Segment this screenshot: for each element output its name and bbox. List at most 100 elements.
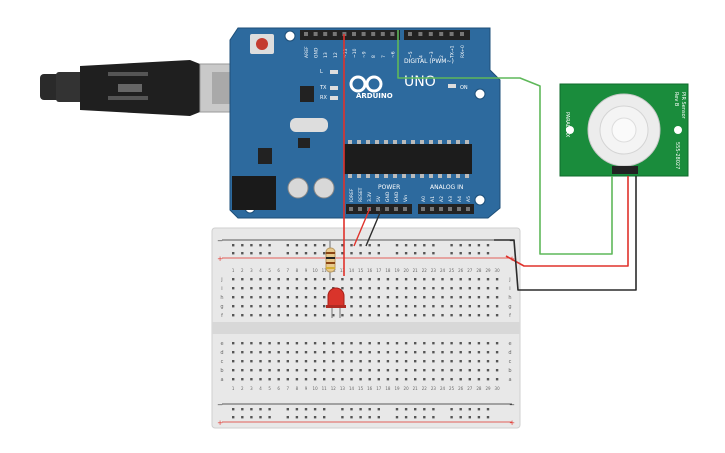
bb-hole[interactable] — [313, 278, 317, 281]
bb-hole[interactable] — [404, 369, 408, 372]
rail-hole[interactable] — [241, 416, 244, 419]
bb-hole[interactable] — [414, 351, 417, 354]
analog-pin-socket[interactable] — [448, 207, 452, 211]
rail-hole[interactable] — [477, 408, 481, 411]
bb-hole[interactable] — [250, 342, 253, 345]
bb-hole[interactable] — [459, 314, 462, 317]
rail-hole[interactable] — [404, 408, 408, 411]
bb-hole[interactable] — [304, 360, 308, 363]
rail-hole[interactable] — [304, 416, 308, 419]
bb-hole[interactable] — [241, 342, 244, 345]
bb-hole[interactable] — [277, 278, 280, 281]
bb-hole[interactable] — [286, 378, 289, 381]
rail-hole[interactable] — [241, 244, 244, 247]
rail-hole[interactable] — [350, 408, 353, 411]
bb-hole[interactable] — [386, 305, 390, 308]
bb-hole[interactable] — [323, 305, 326, 308]
bb-hole[interactable] — [286, 287, 289, 290]
bb-hole[interactable] — [313, 351, 317, 354]
rail-hole[interactable] — [286, 244, 289, 247]
bb-hole[interactable] — [423, 342, 426, 345]
bb-hole[interactable] — [332, 378, 335, 381]
bb-hole[interactable] — [477, 342, 481, 345]
bb-hole[interactable] — [414, 360, 417, 363]
bb-hole[interactable] — [259, 342, 262, 345]
bb-hole[interactable] — [250, 314, 253, 317]
bb-hole[interactable] — [268, 351, 271, 354]
bb-hole[interactable] — [495, 305, 499, 308]
bb-hole[interactable] — [432, 369, 435, 372]
rail-hole[interactable] — [259, 416, 262, 419]
bb-hole[interactable] — [495, 351, 499, 354]
bb-hole[interactable] — [259, 287, 262, 290]
bb-hole[interactable] — [477, 314, 481, 317]
bb-hole[interactable] — [377, 342, 380, 345]
bb-hole[interactable] — [277, 305, 280, 308]
bb-hole[interactable] — [395, 314, 399, 317]
digital-pin-socket[interactable] — [390, 32, 395, 36]
bb-hole[interactable] — [450, 369, 453, 372]
rail-hole[interactable] — [313, 244, 317, 247]
bb-hole[interactable] — [341, 278, 344, 281]
bb-hole[interactable] — [477, 296, 481, 299]
bb-hole[interactable] — [250, 287, 253, 290]
bb-hole[interactable] — [423, 369, 426, 372]
bb-hole[interactable] — [477, 360, 481, 363]
bb-hole[interactable] — [250, 369, 253, 372]
bb-hole[interactable] — [350, 360, 353, 363]
bb-hole[interactable] — [414, 369, 417, 372]
rail-hole[interactable] — [286, 252, 289, 255]
bb-hole[interactable] — [250, 278, 253, 281]
bb-hole[interactable] — [341, 342, 344, 345]
bb-hole[interactable] — [232, 278, 235, 281]
bb-hole[interactable] — [323, 287, 326, 290]
bb-hole[interactable] — [395, 351, 399, 354]
bb-hole[interactable] — [295, 296, 299, 299]
bb-hole[interactable] — [495, 342, 499, 345]
analog-pin-socket[interactable] — [439, 207, 443, 211]
bb-hole[interactable] — [414, 342, 417, 345]
bb-hole[interactable] — [468, 351, 471, 354]
bb-hole[interactable] — [313, 342, 317, 345]
bb-hole[interactable] — [404, 314, 408, 317]
bb-hole[interactable] — [414, 305, 417, 308]
bb-hole[interactable] — [286, 314, 289, 317]
bb-hole[interactable] — [486, 342, 490, 345]
rail-hole[interactable] — [295, 408, 299, 411]
bb-hole[interactable] — [359, 278, 362, 281]
bb-hole[interactable] — [232, 342, 235, 345]
rail-hole[interactable] — [432, 252, 435, 255]
rail-hole[interactable] — [286, 408, 289, 411]
rail-hole[interactable] — [341, 244, 344, 247]
rail-hole[interactable] — [341, 416, 344, 419]
bb-hole[interactable] — [468, 342, 471, 345]
bb-hole[interactable] — [386, 369, 390, 372]
bb-hole[interactable] — [404, 342, 408, 345]
bb-hole[interactable] — [395, 278, 399, 281]
bb-hole[interactable] — [450, 278, 453, 281]
bb-hole[interactable] — [241, 278, 244, 281]
bb-hole[interactable] — [432, 351, 435, 354]
bb-hole[interactable] — [332, 278, 335, 281]
rail-hole[interactable] — [432, 416, 435, 419]
bb-hole[interactable] — [423, 314, 426, 317]
bb-hole[interactable] — [323, 351, 326, 354]
bb-hole[interactable] — [459, 287, 462, 290]
rail-hole[interactable] — [468, 252, 471, 255]
bb-hole[interactable] — [295, 287, 299, 290]
bb-hole[interactable] — [368, 296, 371, 299]
bb-hole[interactable] — [459, 305, 462, 308]
bb-hole[interactable] — [459, 351, 462, 354]
bb-hole[interactable] — [468, 378, 471, 381]
bb-hole[interactable] — [277, 378, 280, 381]
bb-hole[interactable] — [313, 296, 317, 299]
bb-hole[interactable] — [423, 360, 426, 363]
bb-hole[interactable] — [395, 287, 399, 290]
bb-hole[interactable] — [395, 369, 399, 372]
bb-hole[interactable] — [441, 305, 444, 308]
digital-pin-socket[interactable] — [439, 32, 444, 36]
bb-hole[interactable] — [414, 287, 417, 290]
rail-hole[interactable] — [341, 408, 344, 411]
rail-hole[interactable] — [286, 416, 289, 419]
bb-hole[interactable] — [295, 278, 299, 281]
